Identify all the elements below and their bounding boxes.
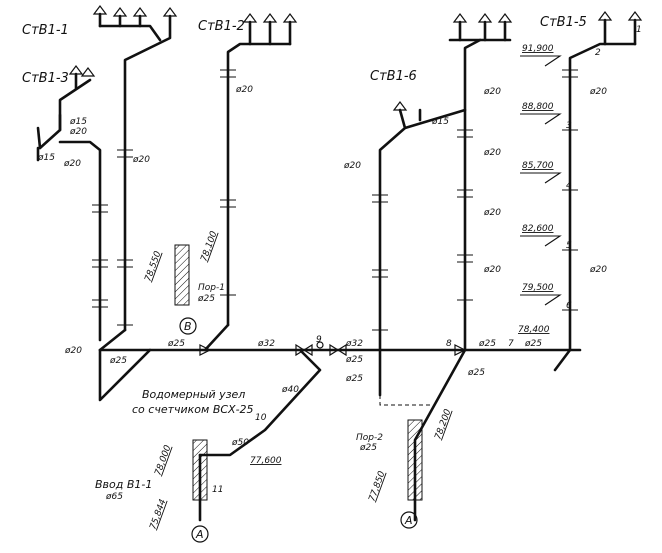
dia-label: ø25 bbox=[345, 355, 363, 365]
elevation-flags bbox=[520, 55, 562, 306]
dia-label: ø65 bbox=[105, 492, 123, 502]
point-a1-label: А bbox=[195, 528, 204, 541]
riser-label-1: СтВ1-1 bbox=[22, 23, 69, 38]
node-number: 4 bbox=[566, 181, 572, 191]
elevation-label: 77,850 bbox=[367, 470, 387, 503]
dia-label: ø20 bbox=[483, 208, 501, 218]
node-number: 7 bbox=[508, 339, 514, 349]
sleeve-label-2: Пор-2 bbox=[356, 433, 383, 443]
dia-label: ø20 bbox=[589, 265, 607, 275]
dia-label: ø20 bbox=[64, 346, 82, 356]
dia-label: ø50 bbox=[231, 438, 249, 448]
elevation-label: 77,600 bbox=[250, 456, 282, 466]
dia-label: ø20 bbox=[483, 265, 501, 275]
elevation-label: 78,400 bbox=[518, 325, 550, 335]
elevation-label: 78,000 bbox=[153, 444, 173, 477]
dia-label: ø25 bbox=[167, 339, 185, 349]
point-b-circle bbox=[179, 317, 197, 335]
dia-label: ø20 bbox=[589, 87, 607, 97]
elevation-label: 91,900 bbox=[522, 44, 554, 54]
dia-label: ø25 bbox=[109, 356, 127, 366]
node-number: 10 bbox=[255, 413, 267, 423]
dia-label: ø20 bbox=[483, 148, 501, 158]
dia-label: ø25 bbox=[197, 294, 215, 304]
point-a1-circle bbox=[191, 525, 209, 543]
point-a2-circle bbox=[400, 511, 418, 529]
elevation-label: 78,200 bbox=[433, 408, 453, 441]
riser-6-pipe bbox=[378, 20, 512, 352]
point-b-label: В bbox=[184, 320, 192, 333]
dia-label: ø20 bbox=[483, 87, 501, 97]
dia-label: ø20 bbox=[132, 155, 150, 165]
dia-label: ø15 bbox=[431, 117, 449, 127]
sleeve-marks bbox=[92, 69, 578, 331]
node-number: 6 bbox=[566, 301, 572, 311]
riser-1-pipe bbox=[98, 12, 172, 332]
main-horizontal-pipe bbox=[98, 323, 582, 522]
riser-3-pipe bbox=[36, 72, 102, 342]
elevation-label: 79,500 bbox=[522, 283, 554, 293]
elevation-label: 75,844 bbox=[148, 498, 168, 531]
riser-label-5: СтВ1-5 bbox=[540, 15, 587, 30]
node-number: 1 bbox=[636, 25, 642, 35]
dia-label: ø25 bbox=[345, 374, 363, 384]
dia-label: ø25 bbox=[467, 368, 485, 378]
dia-label: ø15 bbox=[37, 153, 55, 163]
node-number: 9 bbox=[316, 335, 322, 345]
dia-label: ø20 bbox=[343, 161, 361, 171]
elevation-label: 82,600 bbox=[522, 224, 554, 234]
fixture-tops bbox=[68, 5, 643, 111]
dia-label: ø20 bbox=[235, 85, 253, 95]
riser-label-2: СтВ1-2 bbox=[198, 19, 245, 34]
node-number: 5 bbox=[566, 241, 572, 251]
elevation-label: 88,800 bbox=[522, 102, 554, 112]
point-a2-label: А bbox=[404, 514, 413, 527]
dia-label: ø32 bbox=[257, 339, 275, 349]
node-number: 3 bbox=[566, 121, 572, 131]
dia-label: ø32 bbox=[345, 339, 363, 349]
dia-label: ø20 bbox=[69, 127, 87, 137]
meter-unit-label-line1: Водомерный узел bbox=[142, 388, 245, 401]
node-number: 2 bbox=[595, 48, 601, 58]
riser-2-pipe bbox=[226, 20, 292, 327]
floor-slabs bbox=[174, 244, 423, 501]
dia-label: ø20 bbox=[63, 159, 81, 169]
dia-label: ø40 bbox=[281, 385, 299, 395]
valves-main bbox=[199, 341, 467, 357]
dia-label: ø15 bbox=[69, 117, 87, 127]
riser-label-6: СтВ1-6 bbox=[370, 69, 417, 84]
riser-5-pipe bbox=[568, 18, 637, 352]
dia-label: ø25 bbox=[359, 443, 377, 453]
node-number: 11 bbox=[212, 485, 223, 495]
elevation-label: 78,550 bbox=[143, 250, 163, 283]
riser-label-3: СтВ1-3 bbox=[22, 71, 69, 86]
elevation-label: 85,700 bbox=[522, 161, 554, 171]
meter-unit-label-line2: со счетчиком ВСХ-25 bbox=[132, 403, 254, 416]
dia-label: ø25 bbox=[524, 339, 542, 349]
elevation-label: 78,100 bbox=[199, 230, 219, 263]
dia-label: ø25 bbox=[478, 339, 496, 349]
sleeve-label-1: Пор-1 bbox=[198, 283, 225, 293]
input-label: Ввод В1-1 bbox=[95, 478, 152, 491]
node-number: 8 bbox=[446, 339, 452, 349]
